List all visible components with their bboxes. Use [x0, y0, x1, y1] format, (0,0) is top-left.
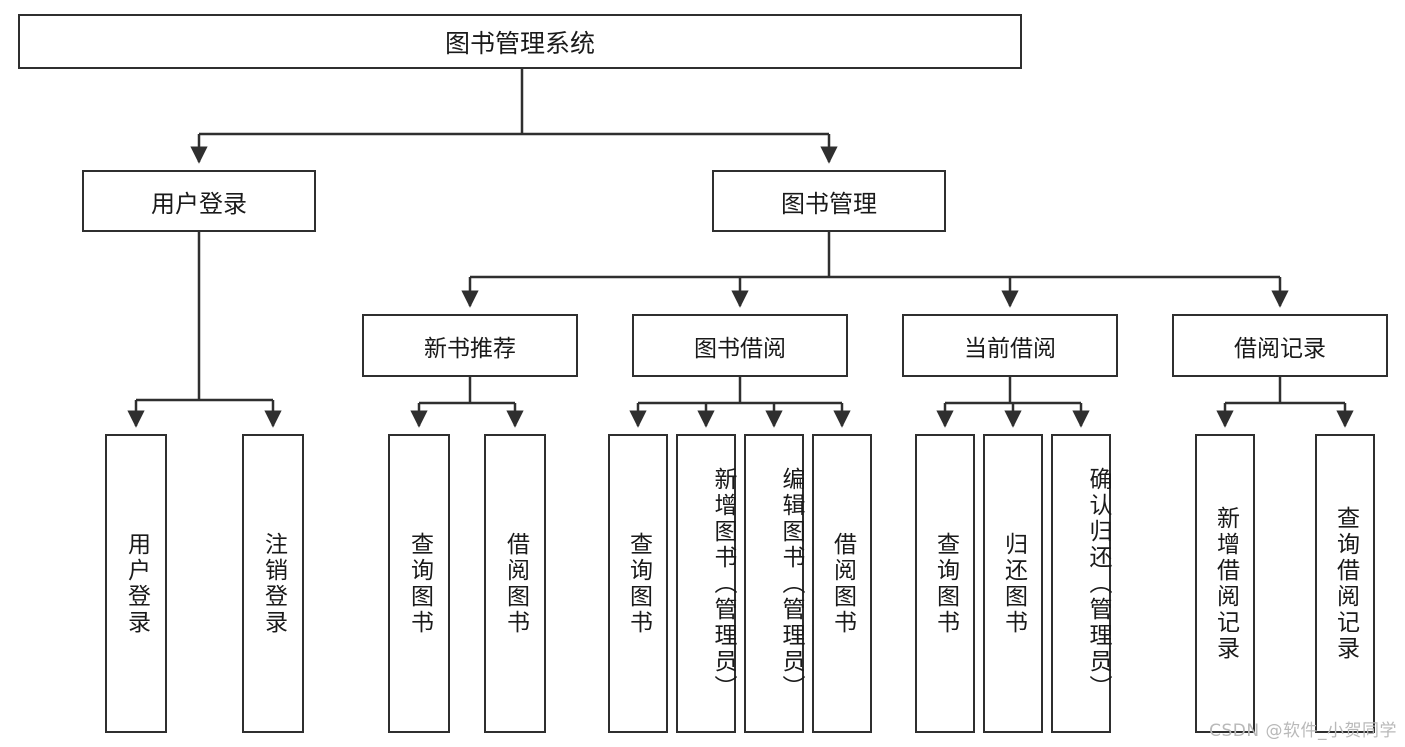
- leaf-add-borrow-record[interactable]: 新增借阅记录: [1195, 434, 1255, 733]
- leaf-query-book-borrow[interactable]: 查询图书: [608, 434, 668, 733]
- leaf-query-book-recommend[interactable]: 查询图书: [388, 434, 450, 733]
- node-book-manage[interactable]: 图书管理: [712, 170, 946, 232]
- leaf-query-book-recommend-label: 查询图书: [406, 531, 433, 636]
- node-book-borrow-label: 图书借阅: [694, 335, 786, 362]
- leaf-borrow-book-recommend-label: 借阅图书: [502, 531, 529, 636]
- node-new-book-recommend-label: 新书推荐: [424, 335, 516, 362]
- leaf-return-book-label: 归还图书: [1000, 531, 1027, 636]
- leaf-add-book-admin-label: 新增图书（管理员）: [710, 466, 736, 701]
- node-current-borrow[interactable]: 当前借阅: [902, 314, 1118, 377]
- leaf-query-borrow-record-label: 查询借阅记录: [1332, 505, 1359, 662]
- leaf-confirm-return-admin[interactable]: 确认归还（管理员）: [1051, 434, 1111, 733]
- node-new-book-recommend[interactable]: 新书推荐: [362, 314, 578, 377]
- node-borrow-record-label: 借阅记录: [1234, 335, 1326, 362]
- leaf-edit-book-admin[interactable]: 编辑图书（管理员）: [744, 434, 804, 733]
- csdn-watermark: CSDN @软件_小贺同学: [1209, 721, 1397, 741]
- leaf-query-borrow-record[interactable]: 查询借阅记录: [1315, 434, 1375, 733]
- leaf-add-borrow-record-label: 新增借阅记录: [1212, 505, 1239, 662]
- leaf-logout-login-label: 注销登录: [260, 531, 287, 636]
- leaf-user-login[interactable]: 用户登录: [105, 434, 167, 733]
- leaf-edit-book-admin-label: 编辑图书（管理员）: [778, 466, 804, 701]
- node-user-login-label: 用户登录: [151, 189, 247, 218]
- leaf-borrow-book-label: 借阅图书: [829, 531, 856, 636]
- node-user-login[interactable]: 用户登录: [82, 170, 316, 232]
- leaf-query-book-current-label: 查询图书: [932, 531, 959, 636]
- leaf-query-book-borrow-label: 查询图书: [625, 531, 652, 636]
- leaf-return-book[interactable]: 归还图书: [983, 434, 1043, 733]
- node-borrow-record[interactable]: 借阅记录: [1172, 314, 1388, 377]
- node-root-label: 图书管理系统: [444, 28, 595, 58]
- leaf-user-login-label: 用户登录: [123, 531, 150, 636]
- leaf-logout-login[interactable]: 注销登录: [242, 434, 304, 733]
- node-book-manage-label: 图书管理: [781, 189, 877, 218]
- leaf-query-book-current[interactable]: 查询图书: [915, 434, 975, 733]
- leaf-borrow-book-recommend[interactable]: 借阅图书: [484, 434, 546, 733]
- node-current-borrow-label: 当前借阅: [964, 335, 1056, 362]
- node-book-borrow[interactable]: 图书借阅: [632, 314, 848, 377]
- leaf-add-book-admin[interactable]: 新增图书（管理员）: [676, 434, 736, 733]
- leaf-borrow-book[interactable]: 借阅图书: [812, 434, 872, 733]
- leaf-confirm-return-admin-label: 确认归还（管理员）: [1085, 466, 1111, 701]
- node-root-system[interactable]: 图书管理系统: [18, 14, 1022, 69]
